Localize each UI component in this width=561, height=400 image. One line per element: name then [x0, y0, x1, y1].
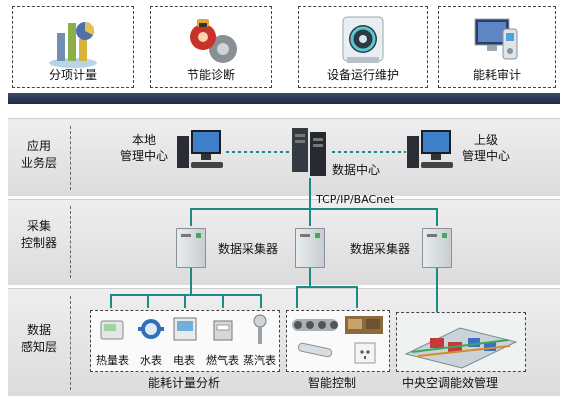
collector-1-label: 数据采集器	[218, 242, 279, 256]
meter-label: 水表	[140, 354, 162, 367]
collector-cabinet-icon	[176, 228, 206, 268]
upper-computer-icon	[405, 128, 457, 176]
collector-downlink	[190, 268, 192, 294]
equipment-maintenance-icon	[299, 11, 427, 69]
module-label: 节能诊断	[186, 68, 235, 82]
upper-center-label: 上级 管理中心	[462, 133, 511, 163]
sensor-tube-icon	[296, 340, 334, 364]
control-drop	[296, 286, 298, 308]
metering-group-label: 能耗计量分析	[148, 376, 221, 390]
module-energy-diagnosis[interactable]: 节能诊断	[150, 6, 272, 88]
bus-drop	[436, 208, 438, 226]
meter-drop	[110, 294, 112, 308]
meter-label: 燃气表	[206, 354, 239, 367]
controller-cabinet-icon	[295, 228, 325, 268]
smart-control-label: 智能控制	[308, 376, 357, 390]
controller-downlink	[309, 268, 311, 286]
layer-perception-label: 数据 感知层	[20, 323, 57, 354]
layer-collection-label: 采集 控制器	[20, 219, 57, 250]
layer-separator	[70, 206, 71, 278]
electric-meter-icon	[172, 316, 198, 346]
meter-label: 蒸汽表	[243, 354, 276, 367]
metering-chart-icon	[13, 11, 133, 69]
steam-meter-icon	[252, 314, 268, 350]
module-equipment-maintenance[interactable]: 设备运行维护	[298, 6, 428, 88]
server-uplink	[309, 178, 311, 208]
energy-audit-icon	[439, 11, 555, 69]
collector-cabinet-icon	[422, 228, 452, 268]
control-drop	[356, 286, 358, 308]
meter-drop	[147, 294, 149, 308]
hvac-downlink	[436, 268, 438, 312]
local-computer-icon	[175, 128, 227, 176]
meter-bus	[110, 294, 262, 296]
module-label: 分项计量	[48, 68, 97, 82]
local-center-label: 本地 管理中心	[120, 133, 169, 163]
module-label: 能耗审计	[472, 68, 521, 82]
meter-label: 热量表	[96, 354, 129, 367]
band-application	[8, 118, 560, 196]
water-meter-icon	[138, 316, 164, 346]
control-unit-icon	[344, 314, 384, 340]
gas-meter-icon	[212, 318, 234, 346]
module-energy-audit[interactable]: 能耗审计	[438, 6, 556, 88]
heat-meter-icon	[100, 318, 124, 346]
layer-application-label: 应用 业务层	[20, 139, 57, 170]
layer-separator	[70, 296, 71, 390]
meter-drop	[260, 294, 262, 308]
meter-drop	[184, 294, 186, 308]
module-metering[interactable]: 分项计量	[12, 6, 134, 88]
hvac-group-label: 中央空调能效管理	[402, 376, 499, 390]
divider-bar	[8, 93, 560, 104]
collector-2-label: 数据采集器	[350, 242, 411, 256]
data-center-label: 数据中心	[332, 163, 381, 177]
local-link-line	[226, 151, 290, 153]
upper-link-line	[332, 151, 406, 153]
protocol-label: TCP/IP/BACnet	[316, 193, 395, 206]
bus-drop	[190, 208, 192, 226]
network-bus	[190, 208, 438, 210]
hvac-plant-icon	[400, 314, 522, 374]
band-collection	[8, 199, 560, 285]
data-center-server-icon	[290, 126, 330, 182]
roller-device-icon	[290, 314, 340, 340]
wall-socket-icon	[354, 342, 376, 368]
energy-diagnosis-icon	[151, 11, 271, 69]
meter-drop	[222, 294, 224, 308]
bus-drop	[309, 208, 311, 226]
module-label: 设备运行维护	[326, 68, 399, 82]
layer-separator	[70, 126, 71, 190]
meter-label: 电表	[173, 354, 195, 367]
control-bus	[296, 286, 358, 288]
